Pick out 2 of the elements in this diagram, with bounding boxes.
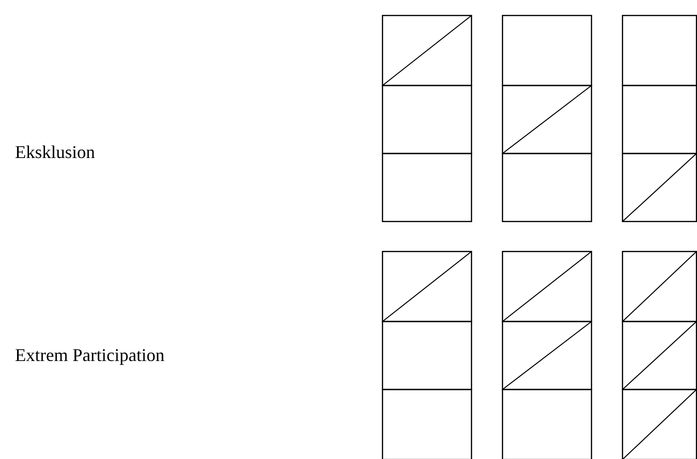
row-label: Eksklusion	[15, 143, 96, 161]
row-label: Extrem Participation	[15, 346, 164, 364]
